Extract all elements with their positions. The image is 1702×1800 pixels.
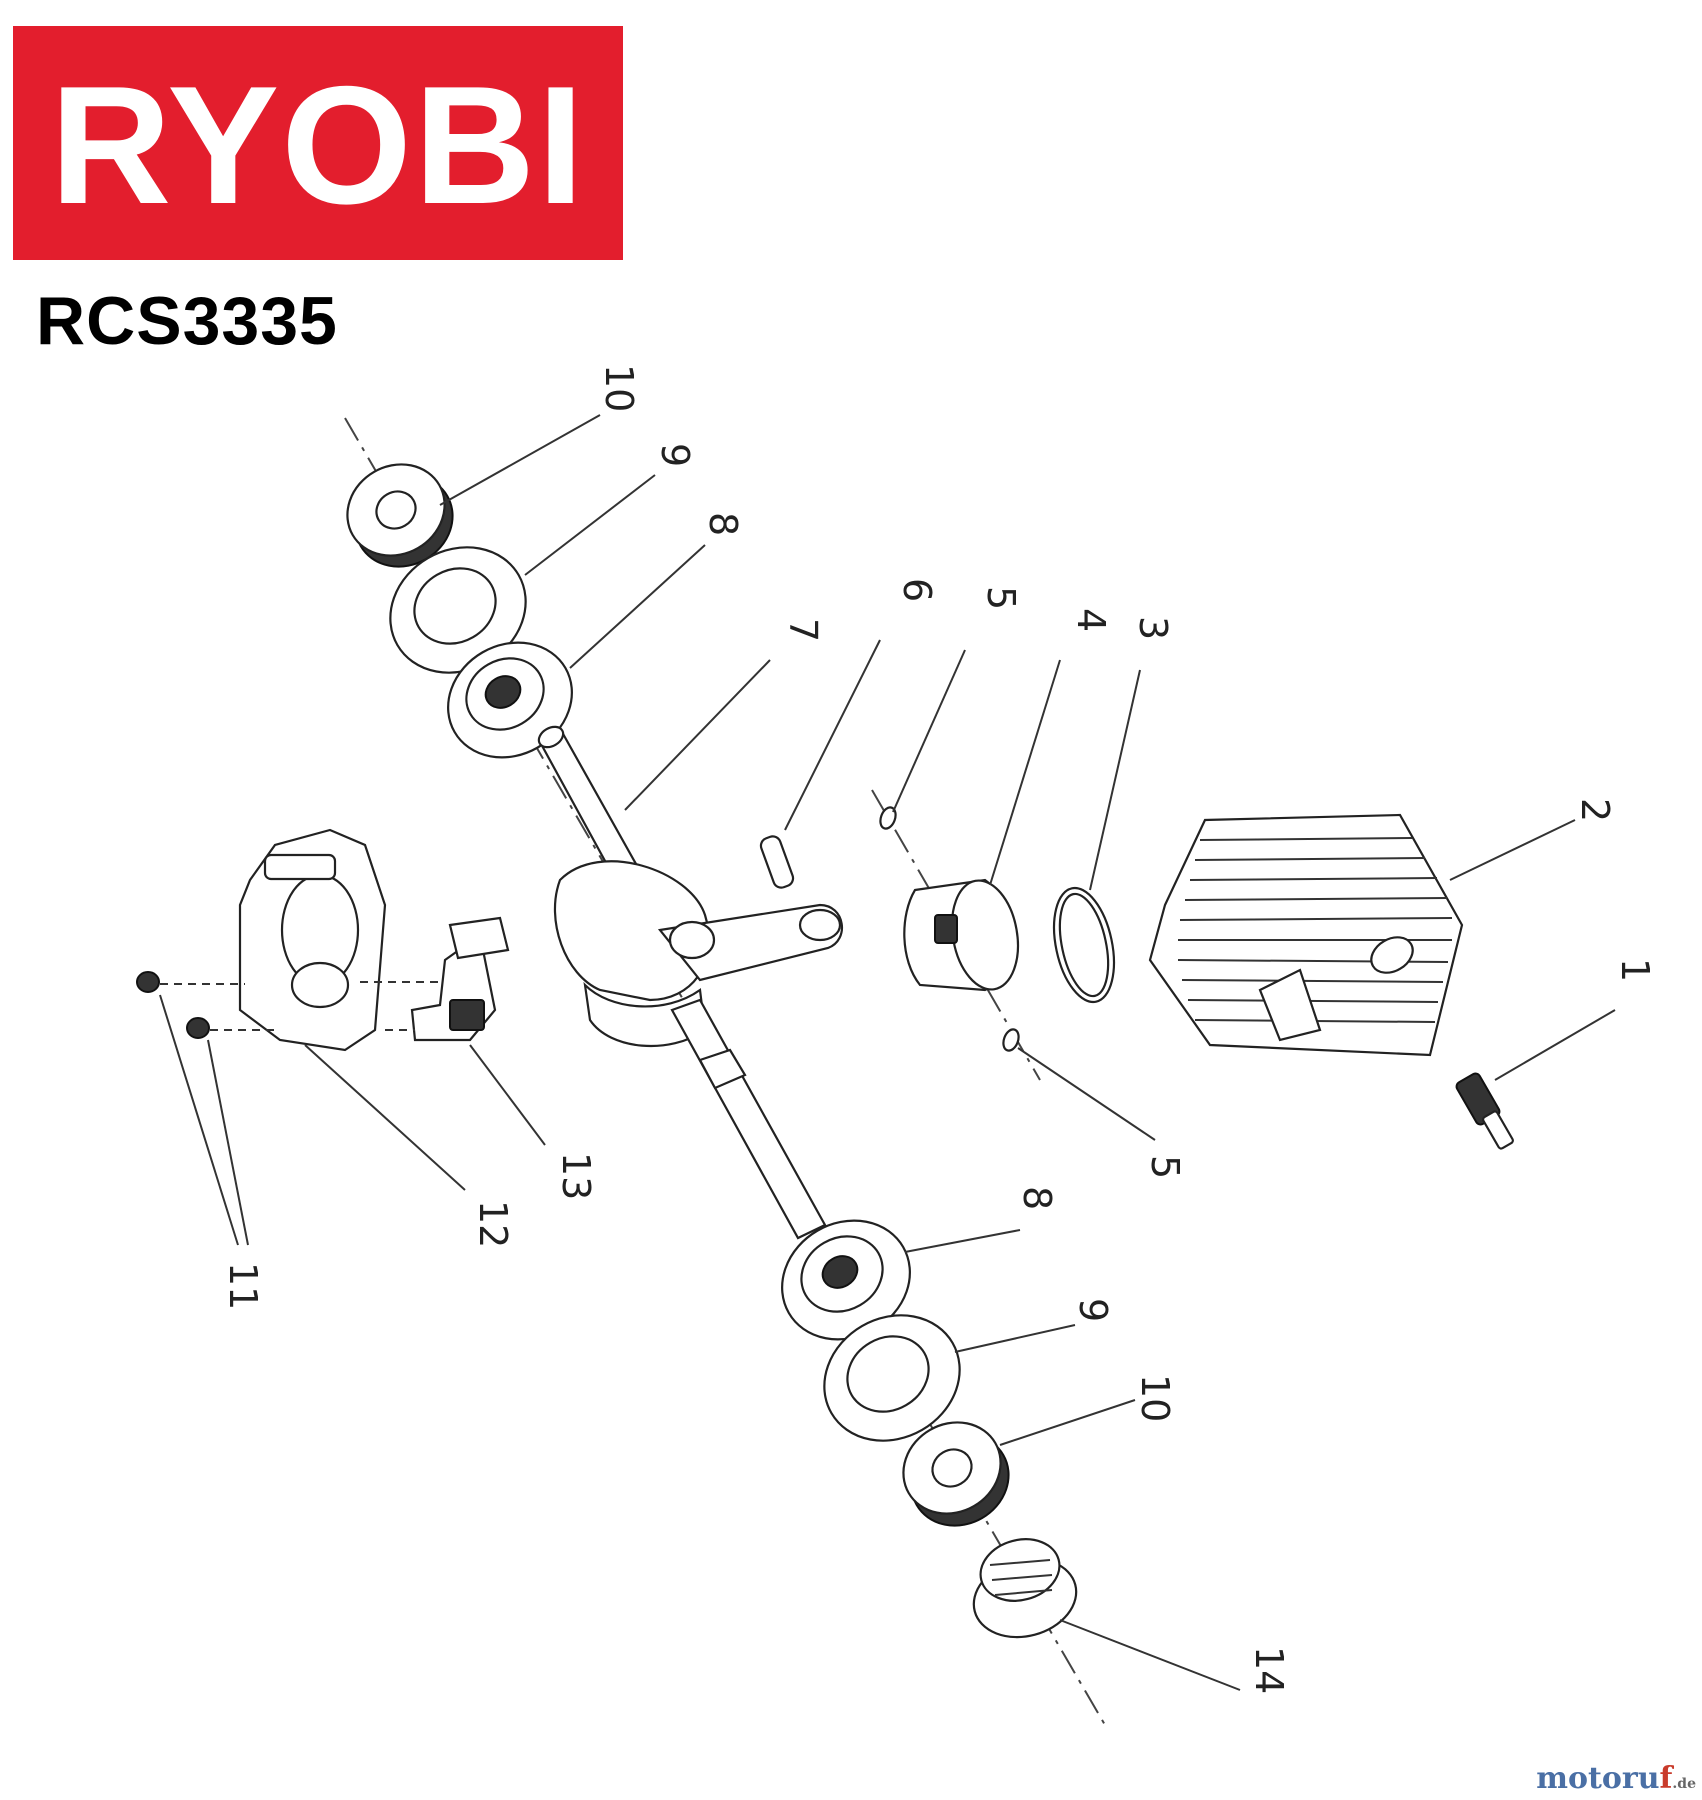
callout-5-upper: 5 xyxy=(979,586,1023,610)
callout-3: 3 xyxy=(1131,616,1175,640)
washer-bottom xyxy=(823,1314,961,1442)
piston-pin xyxy=(759,835,795,889)
piston-clip-lower xyxy=(1002,1028,1020,1052)
callout-labels: 1 2 3 4 5 5 6 7 8 8 9 9 10 10 11 12 13 1… xyxy=(221,364,1657,1694)
callout-13: 13 xyxy=(554,1152,598,1200)
ryobi-logo: RYOBI xyxy=(13,26,623,260)
bearing-bottom xyxy=(781,1219,911,1341)
piston xyxy=(903,878,1020,992)
callout-10-lower: 10 xyxy=(1133,1374,1177,1422)
callout-7: 7 xyxy=(781,618,825,642)
watermark-main: motoru xyxy=(1536,1761,1660,1796)
watermark-accent: f xyxy=(1659,1761,1673,1796)
callout-8-upper: 8 xyxy=(701,512,745,536)
callout-9-upper: 9 xyxy=(653,443,697,467)
callout-14: 14 xyxy=(1247,1646,1291,1694)
callout-4: 4 xyxy=(1069,608,1113,632)
piston-clip-upper xyxy=(879,806,897,830)
cylinder xyxy=(1148,813,1464,1057)
logo-text: RYOBI xyxy=(50,51,586,239)
oil-seal-bottom xyxy=(902,1421,1010,1527)
callout-1: 1 xyxy=(1613,958,1657,982)
source-watermark: motoruf.de xyxy=(1536,1764,1696,1794)
crankcase-bracket xyxy=(410,916,510,1042)
callout-10-upper: 10 xyxy=(597,364,641,412)
crankcase-half xyxy=(238,828,387,1052)
screw-lower xyxy=(186,1017,275,1039)
flywheel-nut xyxy=(972,1538,1078,1639)
callout-6: 6 xyxy=(895,578,939,602)
callout-5-lower: 5 xyxy=(1143,1155,1187,1179)
crankshaft xyxy=(537,725,843,1240)
leader-lines xyxy=(159,414,1616,1691)
bearing-top xyxy=(447,641,573,759)
spark-plug xyxy=(1455,1072,1514,1150)
washer-top xyxy=(389,546,527,674)
model-number: RCS3335 xyxy=(36,283,338,359)
callout-11: 11 xyxy=(221,1262,265,1310)
watermark-tld: .de xyxy=(1672,1776,1696,1792)
callout-8-lower: 8 xyxy=(1015,1186,1059,1210)
screw-upper xyxy=(136,971,245,993)
callout-12: 12 xyxy=(471,1200,515,1248)
piston-ring xyxy=(1052,886,1116,1004)
callout-2: 2 xyxy=(1573,798,1617,822)
callout-9-lower: 9 xyxy=(1071,1298,1115,1322)
